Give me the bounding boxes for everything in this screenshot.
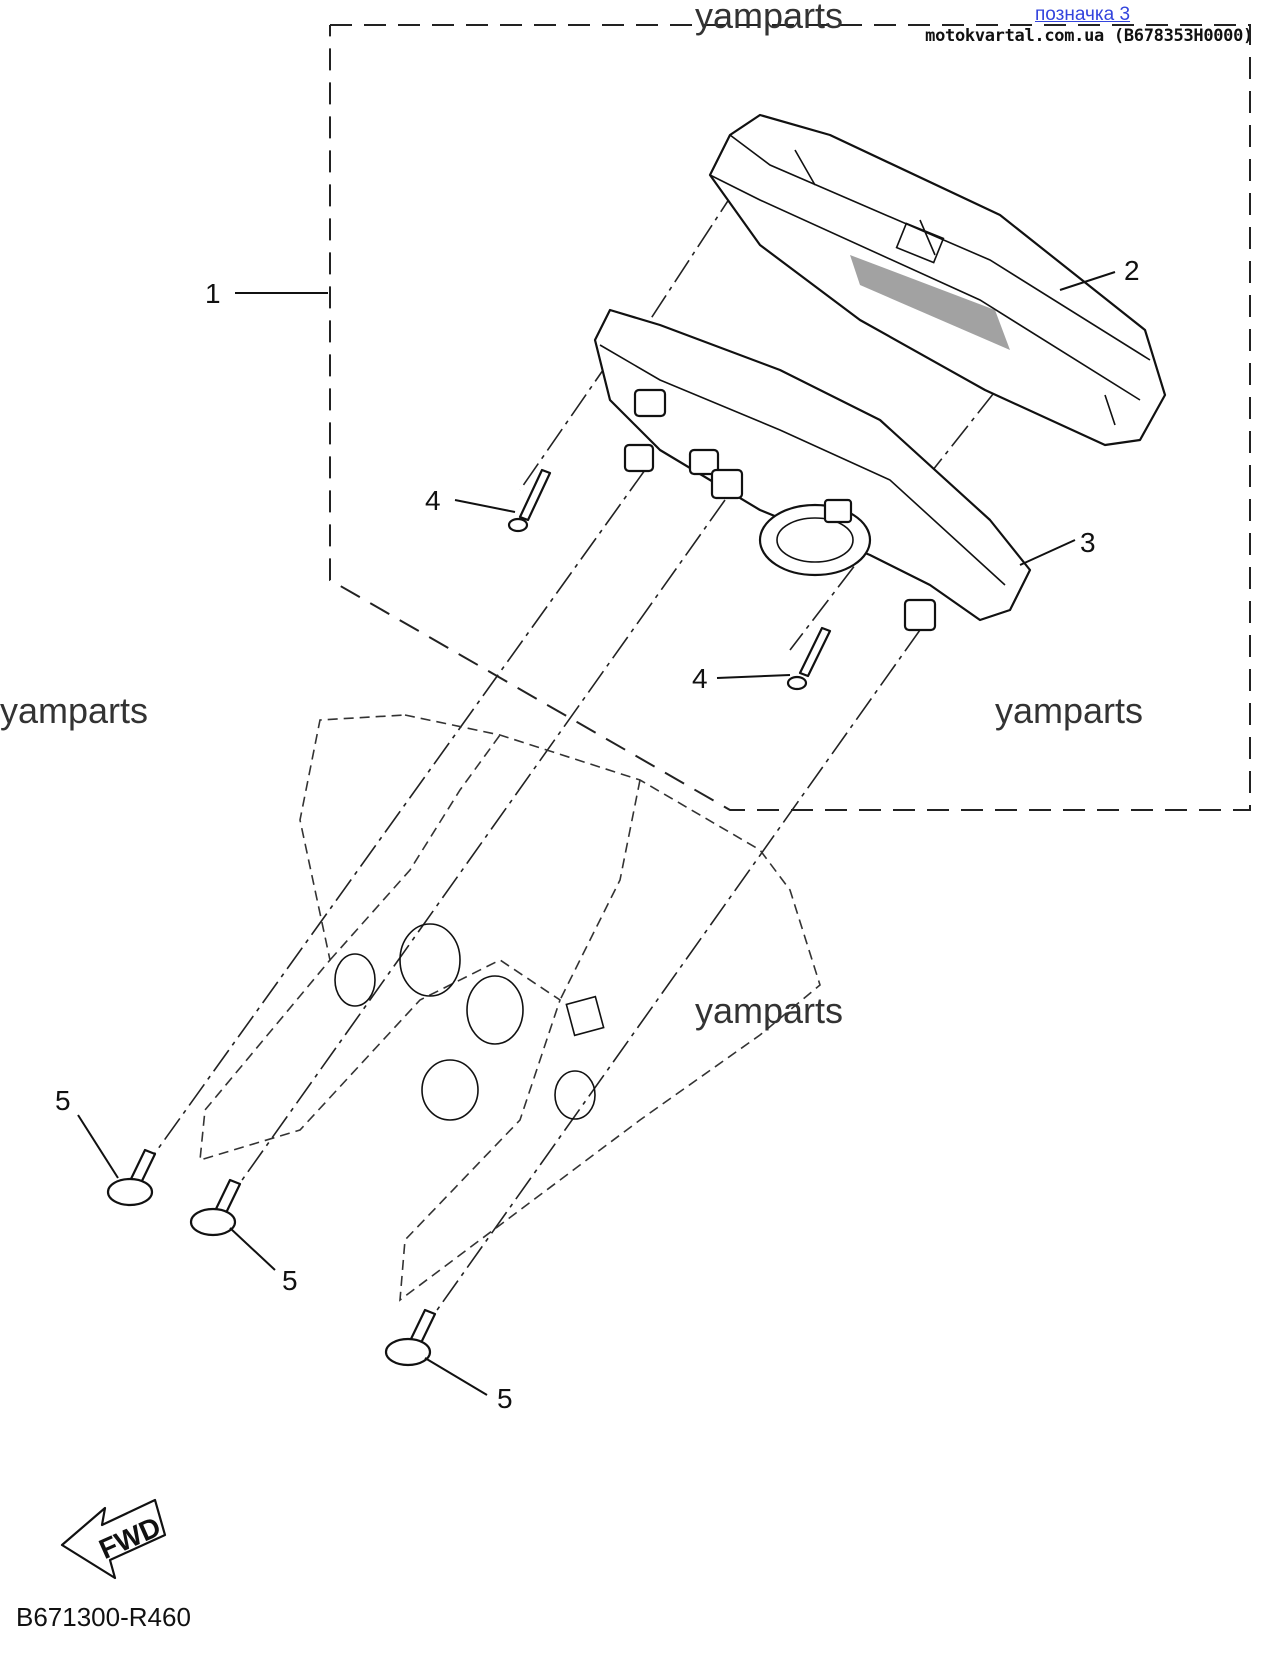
callout-2: 2 [1124,255,1140,286]
fwd-arrow-icon: FWD [60,1498,167,1580]
watermark-right: yamparts [995,690,1143,731]
watermark-left: yamparts [0,690,148,731]
bolt-left [106,1148,157,1207]
screw-small-lower [786,626,832,691]
meter-assembly [593,308,1032,632]
callout-3: 3 [1080,527,1096,558]
source-tag: motokvartal.com.ua (B678353H0000) [925,26,1253,46]
reference-code: B671300-R460 [16,1602,191,1632]
callout-5-lower: 5 [497,1383,513,1414]
meter-bracket [199,714,821,1302]
bracket-bosses [334,923,605,1121]
callout-5-left: 5 [55,1085,71,1116]
bolt-middle [189,1178,242,1237]
callout-4-upper: 4 [425,485,441,516]
callout-4-lower: 4 [692,663,708,694]
watermark-top: yamparts [695,0,843,36]
watermark-center: yamparts [695,990,843,1031]
bolt-lower [384,1308,437,1367]
assembly-boundary [329,24,1251,811]
alignment-lines [149,189,1021,1321]
callout-5-middle: 5 [282,1265,298,1296]
screw-small-upper [507,468,552,533]
meter-cover [708,113,1167,447]
tag-link[interactable]: позначка 3 [1035,4,1131,25]
callout-1: 1 [205,278,221,309]
leader-lines [77,271,1116,1396]
